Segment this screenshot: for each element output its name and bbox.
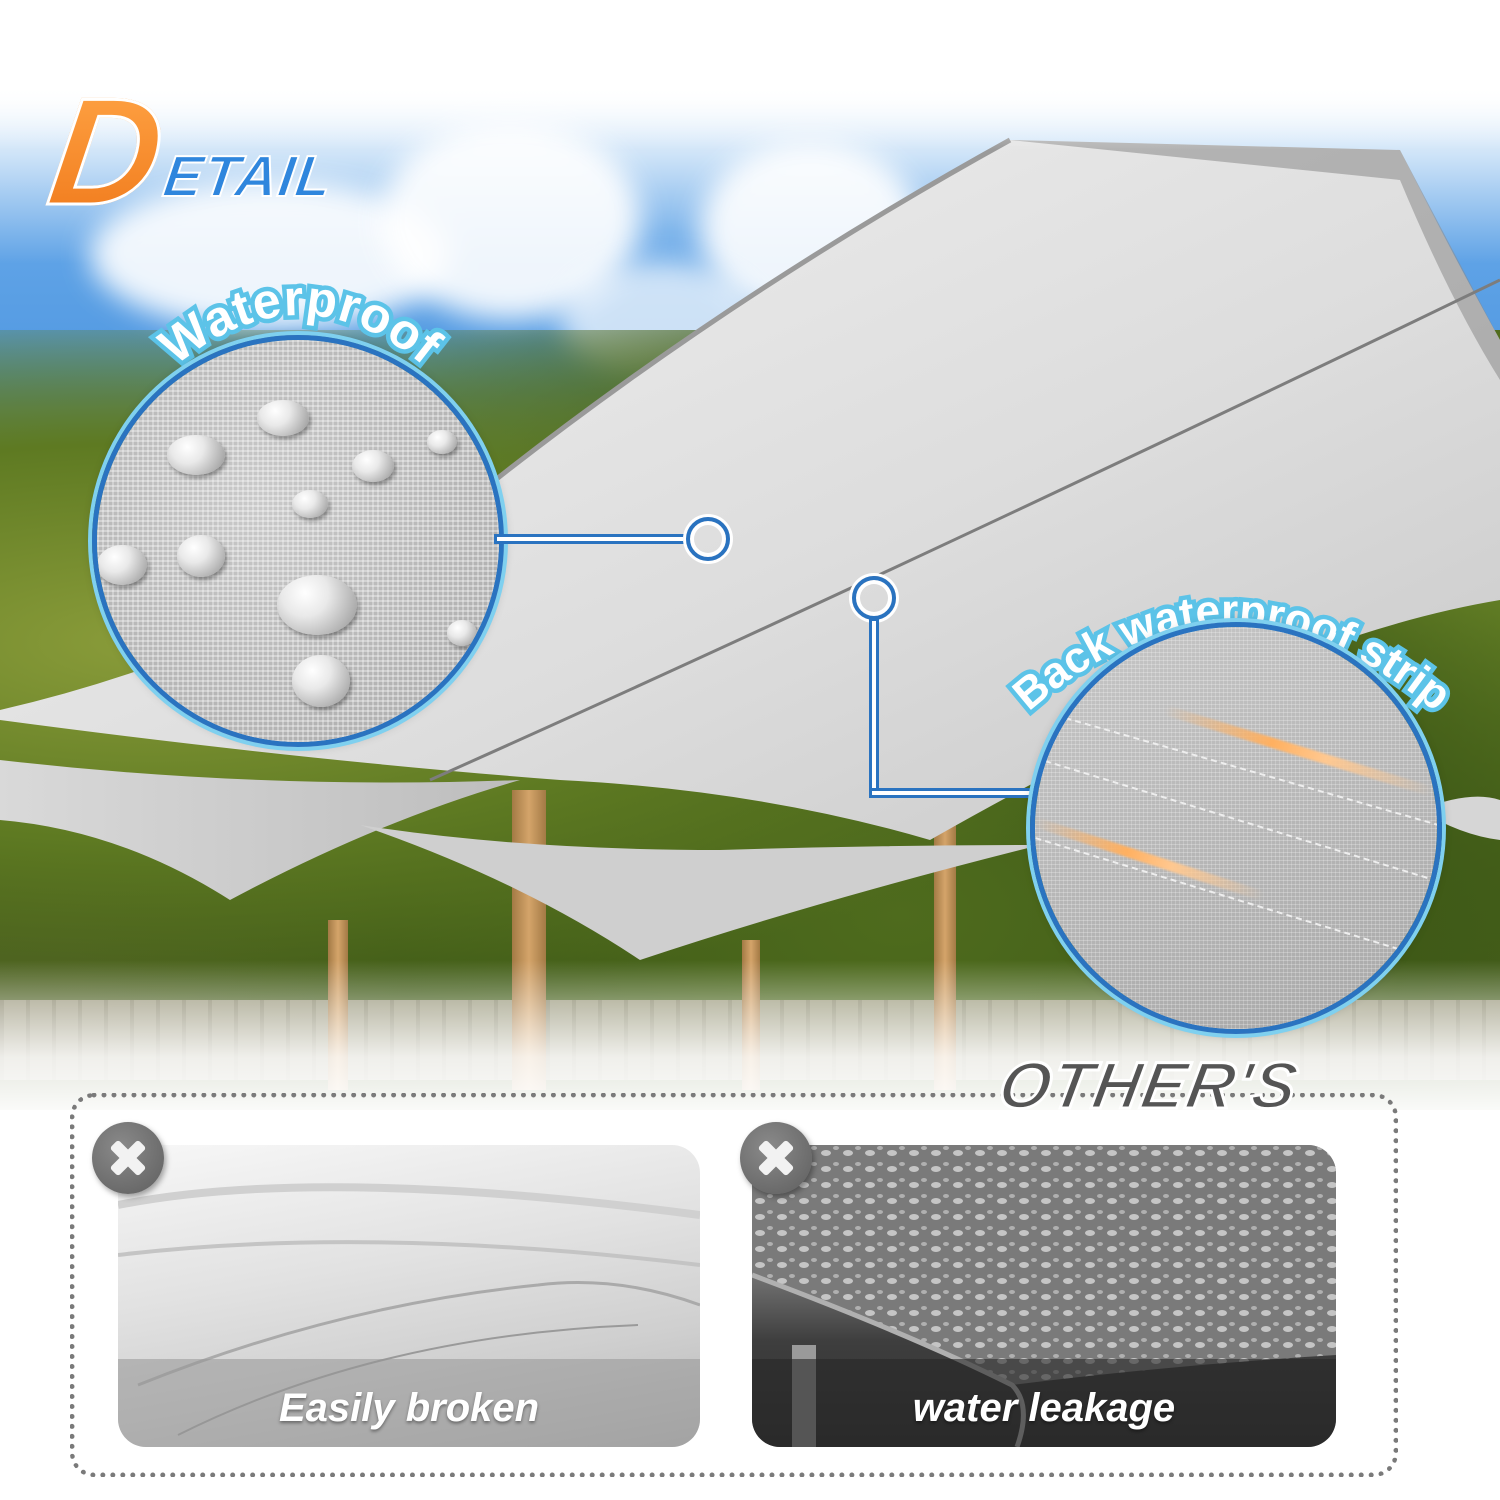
caption-bar [118,1359,700,1447]
strip-connector-ring [852,576,896,620]
x-icon [740,1122,812,1194]
fabric-texture [1035,627,1437,1029]
waterproof-detail-image [92,335,504,747]
strip-connector-vertical [869,618,879,798]
x-icon [92,1122,164,1194]
water-droplet [97,545,147,585]
top-fade [0,0,1500,150]
others-comparison-frame [70,1093,1398,1477]
waterproof-connector-line [494,534,686,544]
caption-easily-broken: Easily broken [278,1386,540,1430]
caption-bar [752,1359,1336,1447]
water-droplet [277,575,357,635]
comparison-card-easily-broken: Easily broken [118,1145,700,1447]
water-droplet [292,490,328,518]
water-droplet [447,620,477,646]
water-droplet [257,400,309,436]
wet-canopy-image [752,1145,1336,1447]
page-title: D ETAIL [39,66,392,239]
back-strip-detail-image [1030,622,1442,1034]
strip-connector-horizontal [869,788,1034,798]
caption-water-leakage: water leakage [912,1386,1176,1430]
others-title: OTHER'S [992,1047,1306,1124]
water-droplet [177,535,225,577]
title-initial: D [39,66,172,239]
water-droplet [427,430,457,454]
water-droplet [292,655,350,707]
title-rest: ETAIL [159,143,338,210]
waterproof-connector-ring [686,517,730,561]
water-droplet [352,450,394,482]
water-droplet [167,435,225,475]
comparison-card-water-leakage: water leakage [752,1145,1336,1447]
